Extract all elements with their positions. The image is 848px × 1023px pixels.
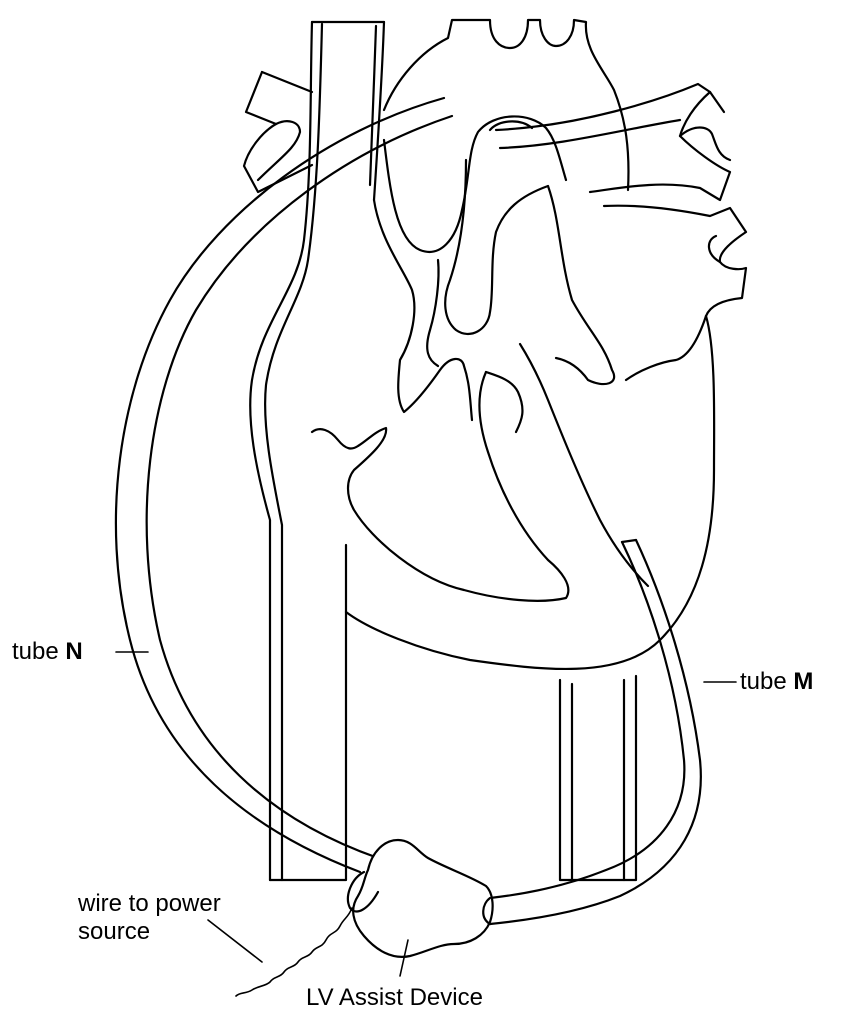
tube-n-label: tube N [12,638,83,666]
tube-m-label: tube M [740,668,813,696]
tube-n [116,98,452,872]
pulmonary-artery [496,84,730,200]
wire-label: wire to power source [78,890,221,946]
tube-n-label-letter: N [65,638,82,665]
power-wire [208,908,352,996]
heart-interior [312,160,706,601]
device-label: LV Assist Device [306,984,483,1012]
wire-label-line2: source [78,918,221,946]
left-branch-vessel [244,72,312,192]
tube-m [490,540,736,924]
superior-vena-cava [250,22,384,880]
tube-m-label-prefix: tube [740,668,787,695]
tube-n-label-prefix: tube [12,638,59,665]
lv-assist-device [348,840,493,976]
wire-label-line1: wire to power [78,890,221,918]
tube-m-label-letter: M [793,668,813,695]
pulmonary-veins [604,206,746,316]
